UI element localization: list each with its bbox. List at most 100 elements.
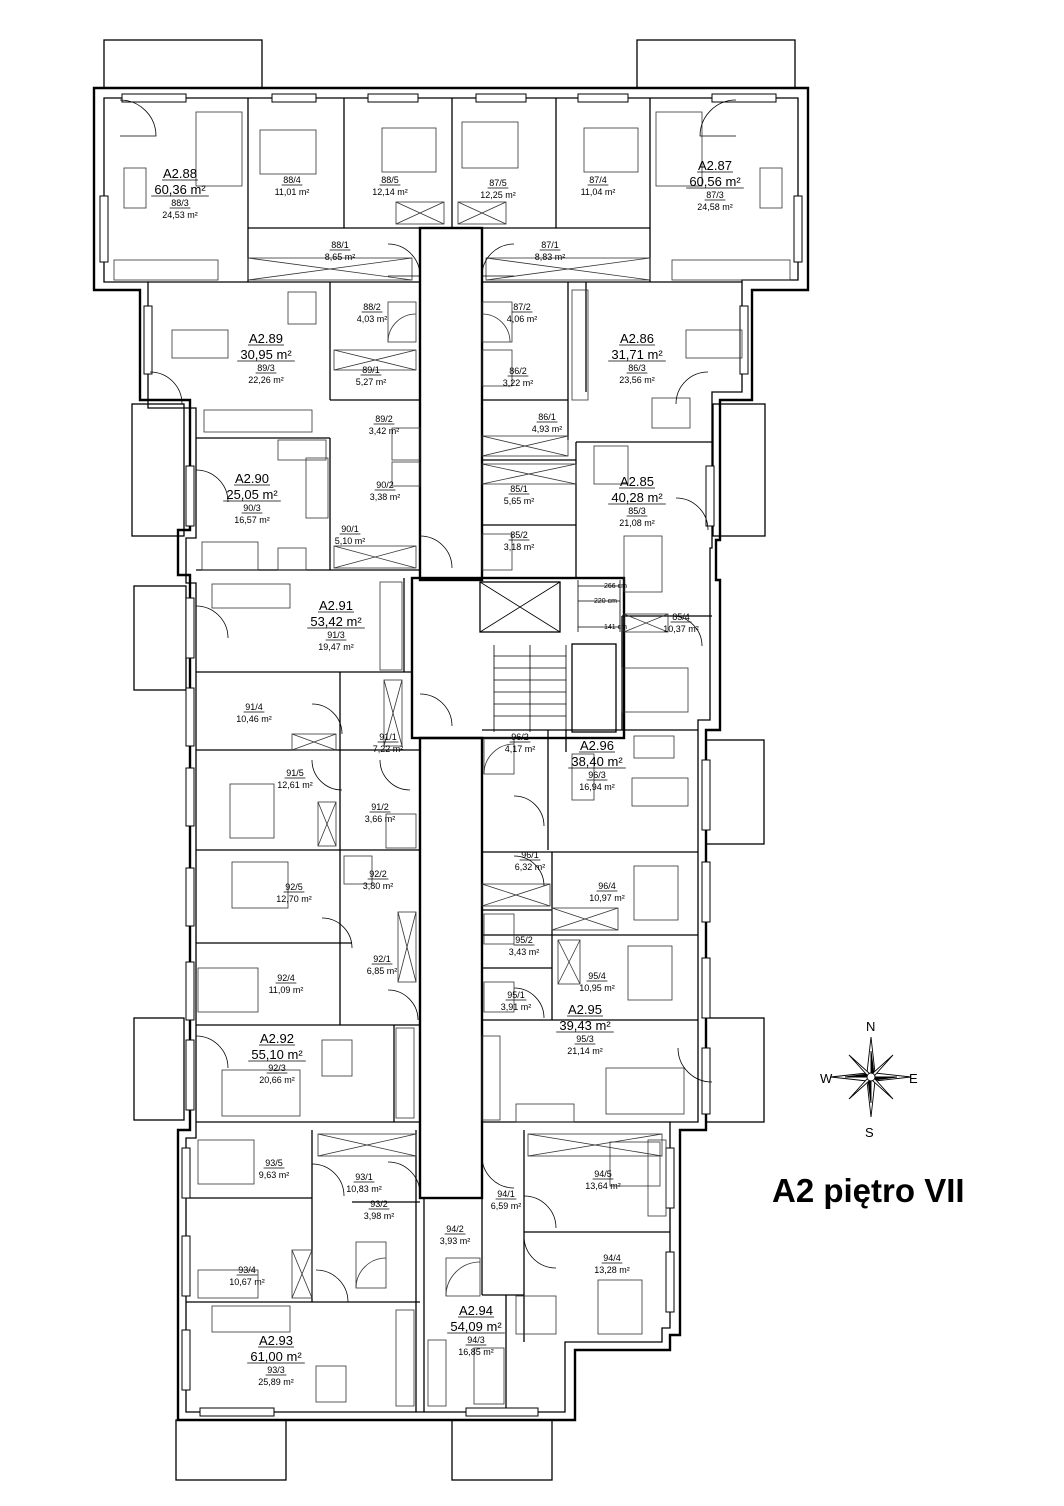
room-area: 3,91 m² xyxy=(501,1002,532,1012)
room-area: 9,63 m² xyxy=(259,1170,290,1180)
apartment-area: 53,42 m² xyxy=(310,614,362,629)
room-number: 87/5 xyxy=(489,178,507,188)
apartment-area: 60,36 m² xyxy=(154,182,206,197)
living-room-area: 16,85 m² xyxy=(458,1347,494,1357)
apartment-area: 30,95 m² xyxy=(240,347,292,362)
room-number: 94/2 xyxy=(446,1224,464,1234)
room-area: 8,65 m² xyxy=(325,252,356,262)
apartment-id: A2.86 xyxy=(620,331,654,346)
room-number: 93/2 xyxy=(370,1199,388,1209)
living-room-area: 19,47 m² xyxy=(318,642,354,652)
apartment-area: 31,71 m² xyxy=(611,347,663,362)
room-number: 87/4 xyxy=(589,175,607,185)
floor-title: A2 piętro VII xyxy=(772,1172,965,1209)
windows xyxy=(99,93,803,1417)
door-swings xyxy=(119,99,737,1303)
room-number: 89/1 xyxy=(362,365,380,375)
interior-walls xyxy=(148,98,742,1412)
room-number: 93/4 xyxy=(238,1265,256,1275)
apartment-area: 38,40 m² xyxy=(571,754,623,769)
room-area: 3,43 m² xyxy=(509,947,540,957)
apartment-id: A2.91 xyxy=(319,598,353,613)
living-room-area: 24,58 m² xyxy=(697,202,733,212)
apartment-id: A2.92 xyxy=(260,1031,294,1046)
room-number: 96/1 xyxy=(521,850,539,860)
living-room-area: 23,56 m² xyxy=(619,375,655,385)
room-number: 87/2 xyxy=(513,302,531,312)
apartment-area: 39,43 m² xyxy=(559,1018,611,1033)
dim-label-2: 220 cm xyxy=(594,598,617,605)
room-number: 90/2 xyxy=(376,480,394,490)
room-area: 5,10 m² xyxy=(335,536,366,546)
apartment-id: A2.90 xyxy=(235,471,269,486)
compass-east: E xyxy=(909,1071,918,1086)
apartment-id: A2.88 xyxy=(163,166,197,181)
living-room-number: 93/3 xyxy=(267,1365,285,1375)
room-number: 89/2 xyxy=(375,414,393,424)
room-area: 12,14 m² xyxy=(372,187,408,197)
living-room-number: 87/3 xyxy=(706,190,724,200)
apartment-id: A2.96 xyxy=(580,738,614,753)
room-number: 86/2 xyxy=(509,366,527,376)
compass-rose-icon xyxy=(830,1036,912,1118)
dim-label-1: 266 cm xyxy=(604,583,627,590)
apartment-id: A2.87 xyxy=(698,158,732,173)
dimension-annotations: 266 cm 220 cm 141 cm xyxy=(577,580,627,632)
room-number: 88/4 xyxy=(283,175,301,185)
living-room-area: 21,14 m² xyxy=(567,1046,603,1056)
room-area: 3,80 m² xyxy=(363,881,394,891)
room-number: 93/5 xyxy=(265,1158,283,1168)
room-area: 4,03 m² xyxy=(357,314,388,324)
room-number: 85/4 xyxy=(672,612,690,622)
compass-south: S xyxy=(865,1125,874,1140)
room-area: 4,93 m² xyxy=(532,424,563,434)
living-room-number: 88/3 xyxy=(171,198,189,208)
room-area: 3,66 m² xyxy=(365,814,396,824)
dim-label-3: 141 cm xyxy=(604,624,627,631)
room-area: 3,38 m² xyxy=(370,492,401,502)
room-number: 91/1 xyxy=(379,732,397,742)
room-number: 95/1 xyxy=(507,990,525,1000)
room-area: 11,04 m² xyxy=(581,187,616,197)
room-area: 13,64 m² xyxy=(585,1181,621,1191)
apartment-area: 25,05 m² xyxy=(226,487,278,502)
room-area: 8,83 m² xyxy=(535,252,566,262)
room-area: 3,93 m² xyxy=(440,1236,471,1246)
living-room-number: 85/3 xyxy=(628,506,646,516)
living-room-number: 91/3 xyxy=(327,630,345,640)
room-area: 7,22 m² xyxy=(373,744,404,754)
living-room-area: 20,66 m² xyxy=(259,1075,295,1085)
room-area: 3,22 m² xyxy=(503,378,534,388)
room-number: 94/4 xyxy=(603,1253,621,1263)
room-number: 88/5 xyxy=(381,175,399,185)
room-area: 10,83 m² xyxy=(346,1184,382,1194)
room-area: 3,98 m² xyxy=(364,1211,395,1221)
living-room-number: 92/3 xyxy=(268,1063,286,1073)
room-number: 91/5 xyxy=(286,768,304,778)
living-room-area: 21,08 m² xyxy=(619,518,655,528)
room-area: 11,09 m² xyxy=(269,985,304,995)
room-number: 92/5 xyxy=(285,882,303,892)
room-area: 4,17 m² xyxy=(505,744,536,754)
living-room-number: 89/3 xyxy=(257,363,275,373)
room-number: 91/4 xyxy=(245,702,263,712)
room-number: 87/1 xyxy=(541,240,559,250)
room-area: 13,28 m² xyxy=(594,1265,630,1275)
room-area: 4,06 m² xyxy=(507,314,538,324)
apartment-id: A2.89 xyxy=(249,331,283,346)
living-room-number: 94/3 xyxy=(467,1335,485,1345)
room-number: 95/4 xyxy=(588,971,606,981)
living-room-number: 96/3 xyxy=(588,770,606,780)
living-room-number: 90/3 xyxy=(243,503,261,513)
apartment-id: A2.93 xyxy=(259,1333,293,1348)
room-area: 10,95 m² xyxy=(579,983,615,993)
room-number: 94/5 xyxy=(594,1169,612,1179)
room-number: 91/2 xyxy=(371,802,389,812)
room-area: 5,27 m² xyxy=(356,377,387,387)
room-number: 92/1 xyxy=(373,954,391,964)
room-area: 6,85 m² xyxy=(367,966,398,976)
room-area: 6,32 m² xyxy=(515,862,546,872)
